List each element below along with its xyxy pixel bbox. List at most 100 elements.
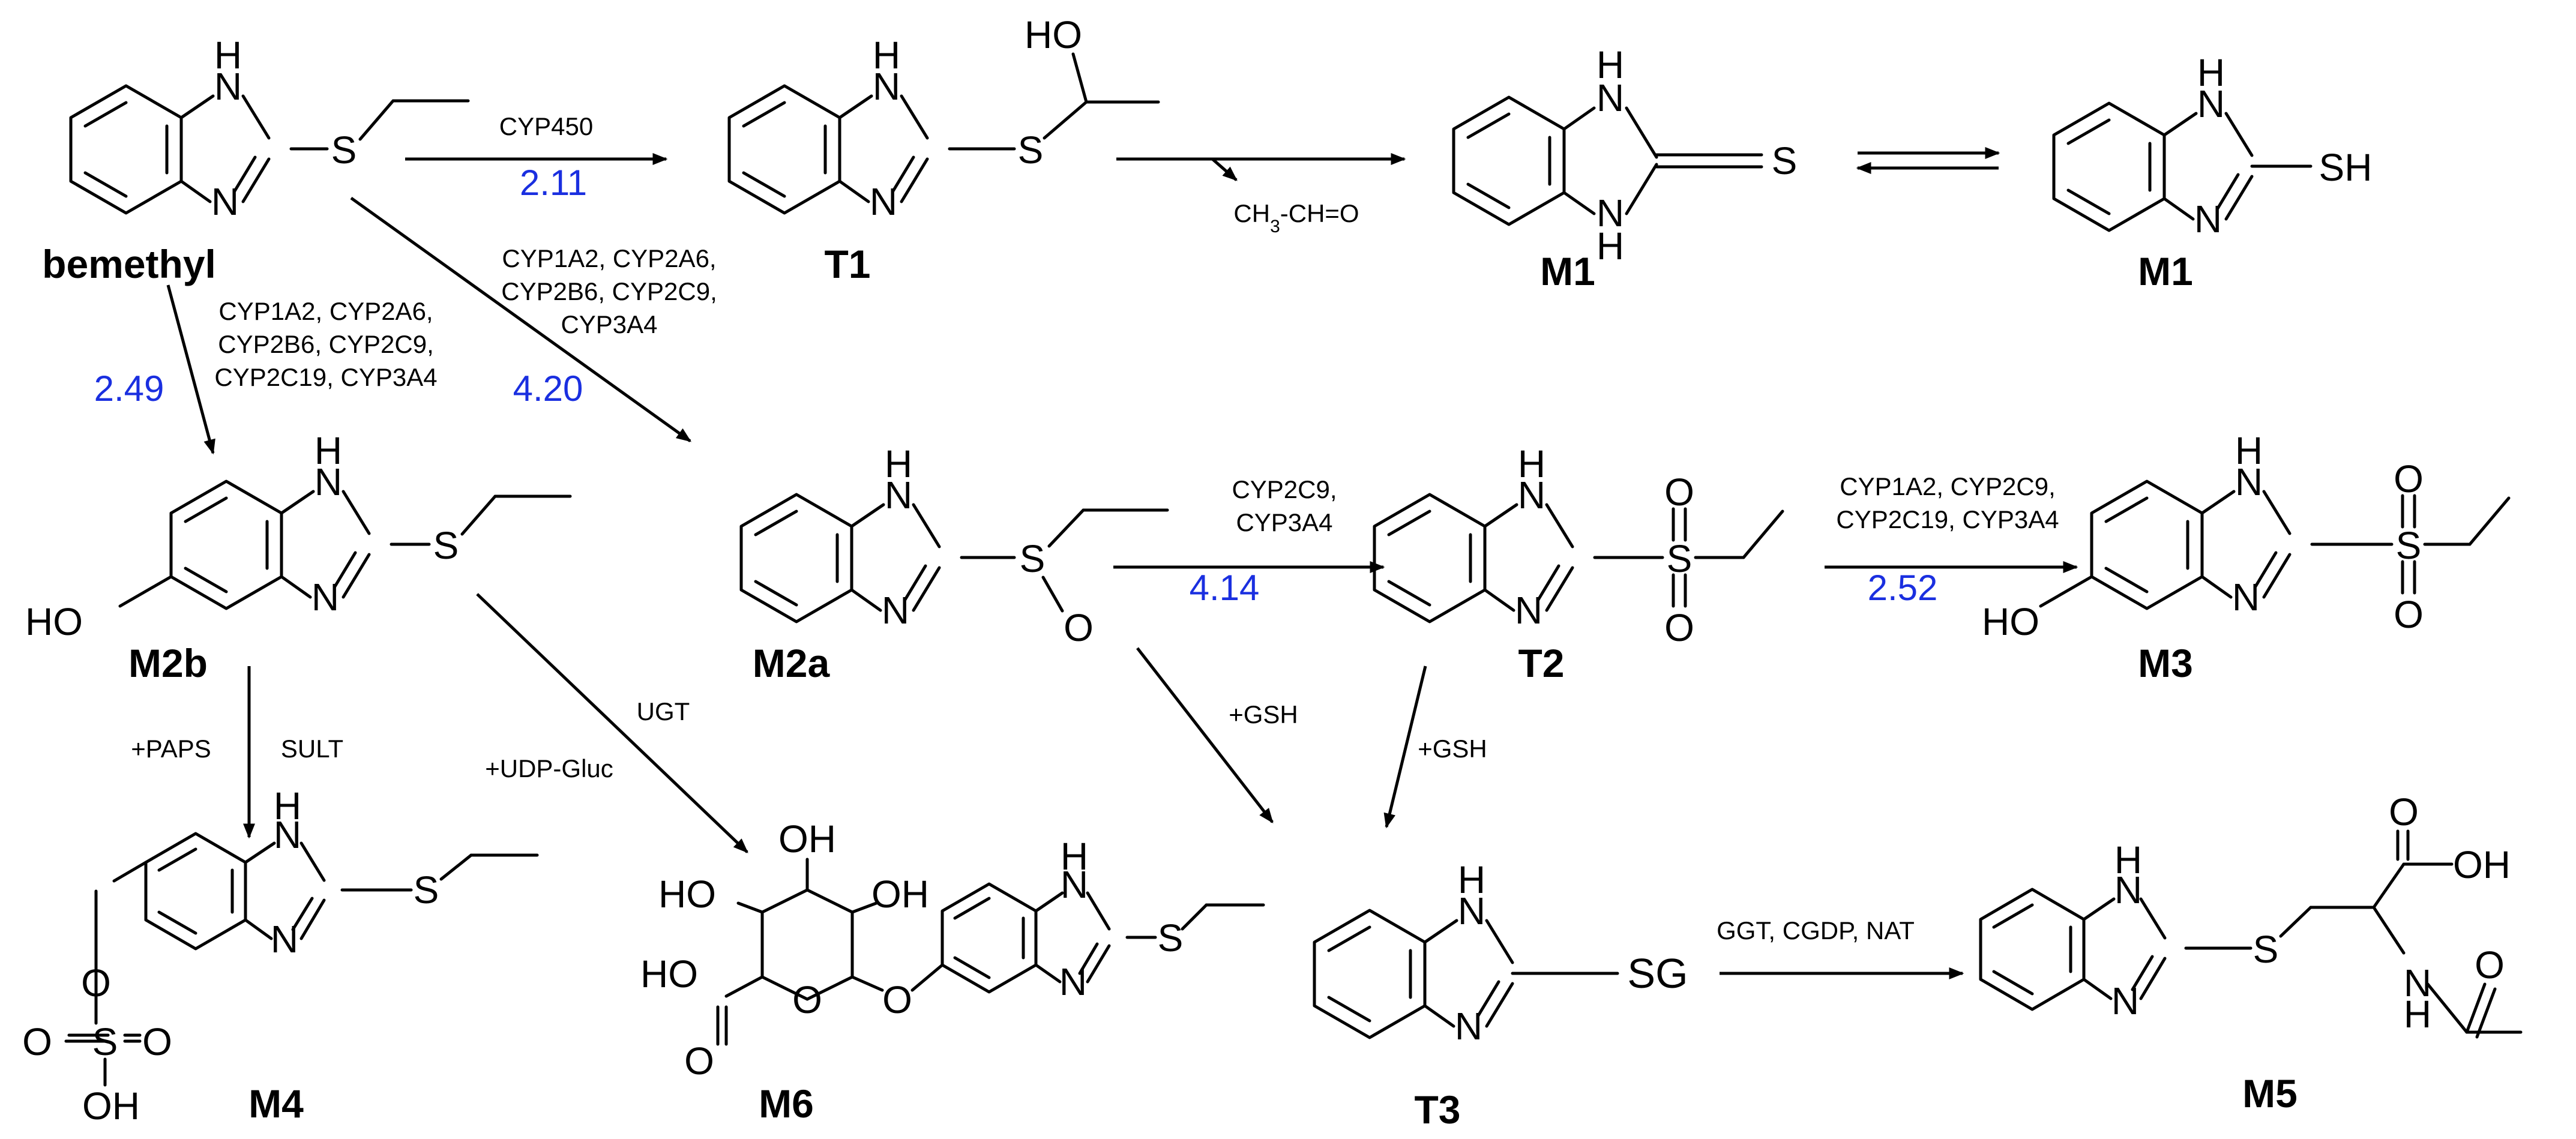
enzyme-label-t2-line1: CYP2C9,	[1232, 475, 1337, 503]
arrow-m2a-to-t3	[1136, 647, 1274, 823]
hydrogen-atom: H	[214, 34, 242, 77]
nitrogen-atom: N	[882, 589, 909, 632]
hydrogen-atom: H	[1518, 442, 1545, 485]
cofactor-label-paps: +PAPS	[131, 735, 211, 763]
compound-label-m5: M5	[2242, 1071, 2298, 1116]
compound-label-m6: M6	[759, 1081, 814, 1126]
byproduct-label: CH3-CH=O	[1233, 199, 1359, 236]
rate-label-m2b: 2.49	[94, 368, 164, 409]
compound-label-m1-thiol: M1	[2138, 249, 2193, 293]
enzyme-label-m2a-line2: CYP2B6, CYP2C9,	[501, 277, 717, 305]
nitrogen-atom: N	[1518, 473, 1545, 517]
sulfur-atom: S	[2396, 524, 2422, 567]
rate-label-t1: 2.11	[520, 163, 587, 203]
sulfur-atom: S	[414, 868, 439, 912]
enzyme-label-m2a-line1: CYP1A2, CYP2A6,	[502, 244, 716, 272]
hydrogen-atom: H	[885, 442, 912, 485]
nitrogen-atom: N	[271, 918, 298, 961]
rate-label-m3: 2.52	[1868, 568, 1938, 608]
hydroxyl-group: HO	[1025, 13, 1082, 56]
arrow-m2b-to-m6	[476, 593, 748, 853]
sulfur-atom: S	[1018, 128, 1044, 172]
nitrogen-atom: N	[1596, 191, 1624, 235]
nitrogen-atom: N	[214, 65, 242, 108]
compound-label-m2a: M2a	[753, 641, 831, 685]
nitrogen-atom: N	[2235, 460, 2263, 503]
sulfur-atom: S	[1772, 139, 1798, 182]
oxygen-atom: O	[882, 978, 912, 1021]
hydrogen-atom: H	[1061, 835, 1088, 878]
thiol-group: SH	[2319, 146, 2373, 189]
enzyme-label-ggt-cgdp-nat: GGT, CGDP, NAT	[1717, 916, 1915, 945]
hydrogen-atom: H	[2235, 429, 2263, 472]
nitrogen-atom: N	[2404, 961, 2431, 1005]
enzyme-label-m3-line1: CYP1A2, CYP2C9,	[1840, 472, 2056, 500]
sulfur-atom: S	[1158, 916, 1184, 960]
hydroxyl-group: HO	[1982, 600, 2039, 643]
hydroxyl-group: HO	[658, 873, 716, 916]
hydrogen-atom: H	[2114, 838, 2142, 882]
hydrogen-atom: H	[2404, 993, 2431, 1036]
oxygen-atom: O	[81, 961, 111, 1005]
arrow-bemethyl-to-m2b	[166, 284, 215, 455]
hydrogen-atom: H	[1596, 43, 1624, 86]
hydroxyl-group: HO	[640, 952, 698, 996]
nitrogen-atom: N	[311, 576, 339, 619]
cofactor-label-gsh-m2a: +GSH	[1229, 700, 1298, 729]
sulfur-atom: S	[433, 524, 459, 567]
nitrogen-atom: N	[1458, 889, 1485, 933]
enzyme-label-sult: SULT	[281, 735, 343, 763]
sulfur-atom: S	[2253, 928, 2279, 971]
nitrogen-atom: N	[314, 460, 342, 503]
compound-label-m2b: M2b	[128, 641, 208, 685]
oxygen-atom: O	[2475, 943, 2505, 987]
enzyme-label-ugt: UGT	[637, 697, 690, 726]
hydroxyl-group: OH	[778, 817, 836, 861]
oxygen-atom: O	[1664, 470, 1694, 514]
hydroxyl-group: HO	[25, 600, 83, 643]
cofactor-label-udp-gluc: +UDP-Gluc	[485, 754, 613, 783]
glutathione-group: SG	[1627, 950, 1688, 997]
nitrogen-atom: N	[1061, 863, 1088, 906]
hydrogen-atom: H	[1596, 224, 1624, 268]
compound-label-t1: T1	[824, 242, 870, 286]
oxygen-atom: O	[684, 1039, 714, 1083]
enzyme-label-m2b-line1: CYP1A2, CYP2A6,	[218, 297, 433, 325]
hydrogen-atom: H	[2197, 51, 2225, 94]
nitrogen-atom: N	[2232, 576, 2260, 619]
sulfur-atom: S	[92, 1020, 118, 1063]
arrow-byproduct-branch	[1211, 158, 1238, 181]
nitrogen-atom: N	[2197, 82, 2225, 125]
compound-label-m4: M4	[248, 1081, 304, 1126]
nitrogen-atom: N	[2114, 868, 2142, 912]
enzyme-label-m3-line2: CYP2C19, CYP3A4	[1836, 505, 2059, 533]
nitrogen-atom: N	[885, 473, 912, 517]
sulfur-atom: S	[331, 128, 357, 172]
enzyme-label-m2b-line3: CYP2C19, CYP3A4	[214, 363, 437, 391]
nitrogen-atom: N	[2194, 197, 2222, 241]
bemethyl-structure: N H N S	[69, 34, 470, 223]
enzyme-label-m2a-line3: CYP3A4	[561, 310, 657, 338]
t2-structure: N H N S O O	[1373, 442, 1784, 649]
sulfur-atom: S	[1667, 537, 1693, 580]
hydroxyl-group: OH	[2453, 843, 2511, 886]
nitrogen-atom: N	[211, 180, 239, 223]
enzyme-label-cyp450: CYP450	[499, 112, 593, 140]
m1-thione-structure: N H N H S	[1452, 43, 1798, 268]
cofactor-label-gsh-t2: +GSH	[1418, 735, 1487, 763]
nitrogen-atom: N	[870, 180, 897, 223]
m5-structure: N H N S O OH N H O	[1979, 790, 2523, 1039]
oxygen-atom: O	[142, 1020, 172, 1063]
nitrogen-atom: N	[1059, 960, 1087, 1003]
nitrogen-atom: N	[1455, 1005, 1482, 1048]
hydrogen-atom: H	[314, 429, 342, 472]
hydroxyl-group: OH	[82, 1084, 140, 1128]
compound-label-m3: M3	[2138, 641, 2193, 685]
m3-structure: N H N S O O HO	[1982, 429, 2511, 643]
hydroxyl-group: OH	[871, 873, 929, 916]
oxygen-atom: O	[2394, 593, 2424, 636]
oxygen-atom: O	[2394, 457, 2424, 500]
oxygen-atom: O	[2389, 790, 2419, 834]
oxygen-atom: O	[1664, 606, 1694, 649]
